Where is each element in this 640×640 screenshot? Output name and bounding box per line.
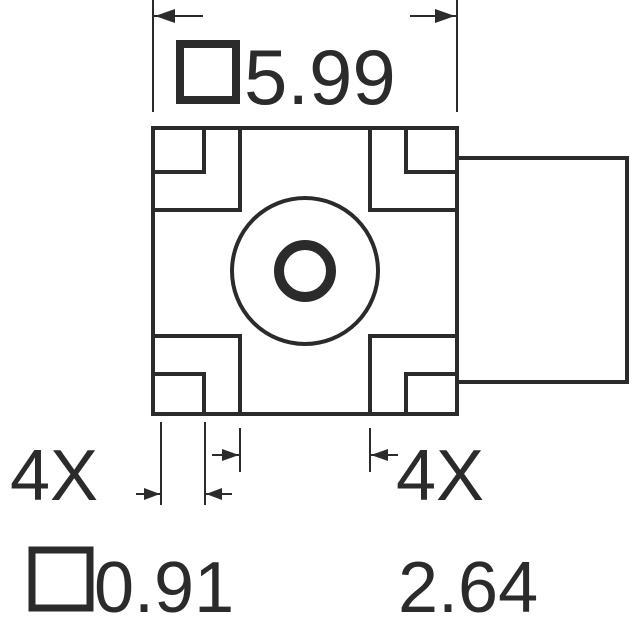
- center-outer-circle: [230, 196, 380, 346]
- corner-pad-top-left: [153, 128, 242, 212]
- arrowhead-offset-left: [222, 449, 239, 461]
- center-inner-circle: [274, 240, 336, 302]
- pad-offset-dimension: 4X 2.64: [212, 428, 538, 628]
- arrowhead-right: [435, 9, 455, 23]
- pad-offset-count: 4X: [396, 436, 484, 516]
- arrowhead-offset-right: [371, 449, 388, 461]
- arrowhead-left: [155, 9, 175, 23]
- square-symbol: [176, 40, 240, 104]
- width-dimension: 5.99: [152, 0, 458, 121]
- pad-size-count: 4X: [10, 436, 98, 516]
- package-body: [151, 126, 459, 416]
- side-tab: [457, 156, 629, 384]
- square-symbol-pad: [28, 546, 94, 612]
- arrowhead-pad-left: [144, 488, 160, 500]
- corner-pad-top-right: [368, 128, 457, 212]
- arrowhead-pad-right: [206, 488, 222, 500]
- pad-offset-value: 2.64: [398, 548, 538, 628]
- corner-pad-bottom-left: [153, 334, 242, 414]
- corner-pad-bottom-right: [368, 334, 457, 414]
- pad-size-value: 0.91: [94, 548, 234, 628]
- pad-size-dimension: 4X 0.91: [10, 422, 234, 628]
- width-value: 5.99: [244, 33, 396, 121]
